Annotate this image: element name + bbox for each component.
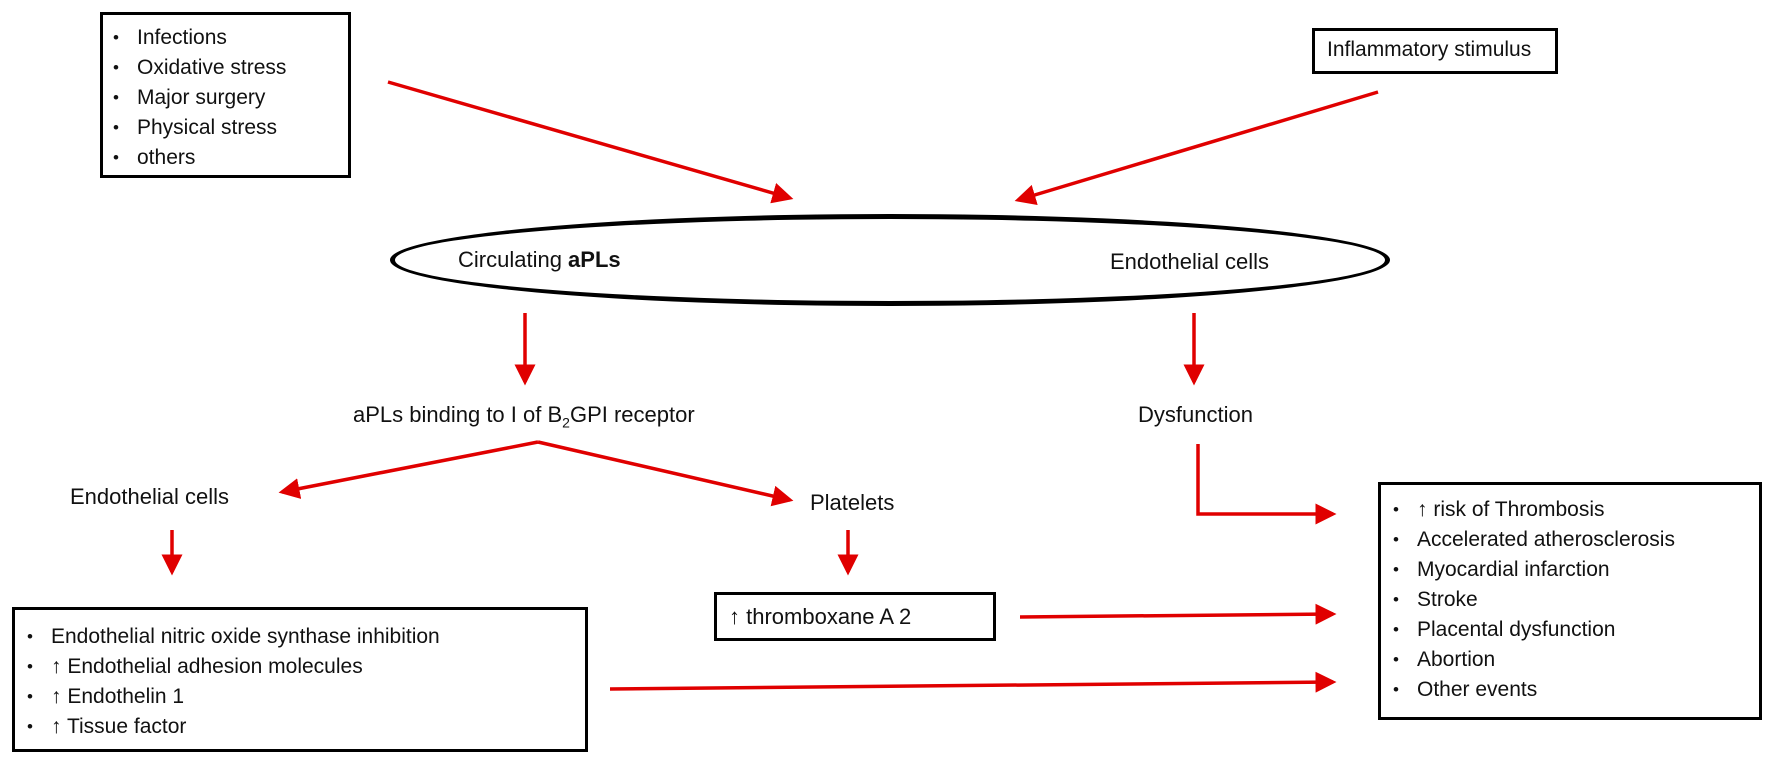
- triggers-box: Infections Oxidative stress Major surger…: [100, 12, 351, 178]
- list-item: Stroke: [1387, 585, 1759, 615]
- endothelial-cells-left-label: Endothelial cells: [70, 484, 229, 509]
- endothelial-effects-box: Endothelial nitric oxide synthase inhibi…: [12, 607, 588, 752]
- binding-b: B: [547, 402, 563, 427]
- arrow-binding-to-platelets: [537, 440, 794, 507]
- list-item: ↑ Endothelin 1: [21, 682, 585, 712]
- list-item: Physical stress: [107, 113, 348, 143]
- inflammatory-stimulus-box: Inflammatory stimulus: [1312, 28, 1558, 74]
- binding-label: aPLs binding to I of B2GPI receptor: [353, 402, 695, 430]
- list-item: Accelerated atherosclerosis: [1387, 525, 1759, 555]
- list-item: Major surgery: [107, 83, 348, 113]
- outcomes-box: ↑ risk of Thrombosis Accelerated atheros…: [1378, 482, 1762, 720]
- list-item: ↑ risk of Thrombosis: [1387, 495, 1759, 525]
- binding-suffix: GPI receptor: [569, 402, 695, 427]
- inflammatory-stimulus-label: Inflammatory stimulus: [1327, 38, 1532, 61]
- arrow-dysfunction-to-outcomes: [1196, 444, 1337, 525]
- list-item: others: [107, 143, 348, 173]
- outcomes-list: ↑ risk of Thrombosis Accelerated atheros…: [1387, 495, 1759, 705]
- circulating-prefix: Circulating: [458, 247, 569, 272]
- endothelial-cells-center-label: Endothelial cells: [1110, 249, 1269, 274]
- center-oval: [390, 214, 1390, 306]
- list-item: Placental dysfunction: [1387, 615, 1759, 645]
- list-item: Myocardial infarction: [1387, 555, 1759, 585]
- list-item: ↑ Tissue factor: [21, 712, 585, 742]
- binding-prefix: aPLs binding to I of: [353, 402, 548, 427]
- thromboxane-box: ↑ thromboxane A 2: [714, 592, 996, 641]
- platelets-label: Platelets: [810, 490, 895, 515]
- list-item: Oxidative stress: [107, 53, 348, 83]
- arrow-binding-to-endothelial: [278, 440, 539, 499]
- dysfunction-label: Dysfunction: [1138, 402, 1253, 427]
- endothelial-effects-list: Endothelial nitric oxide synthase inhibi…: [21, 622, 585, 742]
- list-item: ↑ Endothelial adhesion molecules: [21, 652, 585, 682]
- circulating-apls-label: Circulating aPLs: [458, 247, 621, 273]
- arrow-triggers-to-center: [387, 80, 794, 204]
- arrow-effects-to-outcomes: [609, 671, 1337, 693]
- list-item: Endothelial nitric oxide synthase inhibi…: [21, 622, 585, 652]
- apls-bold: aPLs: [568, 247, 621, 272]
- triggers-list: Infections Oxidative stress Major surger…: [107, 23, 348, 173]
- arrow-thromboxane-to-outcomes: [1019, 603, 1337, 625]
- list-item: Abortion: [1387, 645, 1759, 675]
- binding-sub: 2: [562, 414, 570, 431]
- list-item: Infections: [107, 23, 348, 53]
- list-item: Other events: [1387, 675, 1759, 705]
- arrow-inflammatory-to-center: [1014, 90, 1379, 206]
- thromboxane-label: ↑ thromboxane A 2: [729, 604, 912, 629]
